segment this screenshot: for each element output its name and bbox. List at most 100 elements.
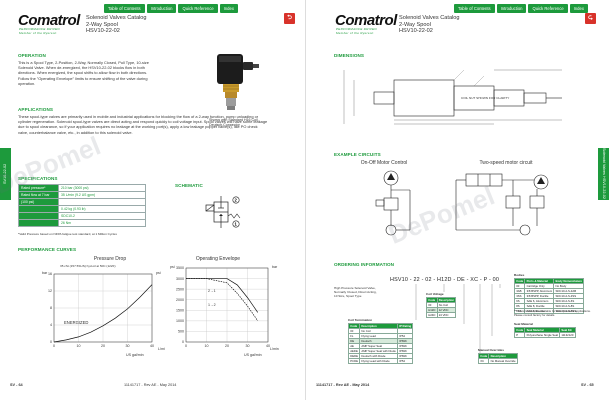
coil-termination-title: Coil Termination: [348, 318, 373, 322]
nav-index[interactable]: Index: [219, 4, 238, 13]
nav-quick-reference[interactable]: Quick Reference: [178, 4, 218, 13]
specifications-table: Rated pressure*210 bar (3000 psi) Rated …: [18, 184, 146, 227]
x-tick-label: 10: [77, 344, 81, 348]
footer-rev-left: 11141717 - Rev AE - May 2014: [124, 383, 177, 387]
y-axis-label-right: psi: [156, 271, 161, 275]
left-side-tab[interactable]: SV10-22-02: [0, 148, 11, 200]
nav-quick-reference-right[interactable]: Quick Reference: [528, 4, 568, 13]
bodies-note: *** Aluminum bodies available for lower …: [514, 309, 591, 317]
operating-envelope-title: Operating Envelope: [195, 256, 241, 262]
dimensions-drawing: [343, 69, 562, 125]
manual-override-title: Manual Overrides: [478, 348, 504, 352]
y-axis-label-right: bar: [272, 265, 278, 269]
x-tick-label: 0: [53, 344, 55, 348]
x-tick-label: 20: [101, 344, 105, 348]
valve-product-image: [217, 54, 259, 110]
y-tick-label: 1500: [176, 308, 184, 312]
x-tick-label: 30: [246, 344, 250, 348]
nav-introduction-right[interactable]: Introduction: [496, 4, 527, 13]
seal-material-title: Seal Material: [514, 322, 533, 326]
y-tick-label: 2000: [176, 298, 184, 302]
nav-bar: Table of Contents Introduction Quick Ref…: [104, 4, 238, 13]
port-2-label: 2: [235, 198, 238, 203]
example2-circuit: [455, 173, 549, 236]
spec-row: Rated pressure*210 bar (3000 psi): [18, 184, 146, 192]
applications-heading: APPLICATIONS: [18, 107, 54, 112]
dimensions-heading: DIMENSIONS: [334, 53, 365, 58]
y-tick-label: 8: [50, 306, 52, 310]
footer-rev-right: 11141717 - Rev AE - May 2014: [316, 383, 370, 387]
pressure-drop-subtitle: 35 cSt (157.5SUS) hyd.oil at 50C (122F): [60, 264, 116, 268]
x-tick-label: 0: [185, 344, 187, 348]
y-tick-label: 0: [50, 340, 52, 344]
y-tick-label: 1000: [176, 319, 184, 323]
applications-text: These spool-type valves are primarily us…: [18, 114, 268, 135]
back-arrow-icon[interactable]: ⮌: [284, 13, 295, 24]
spec-footnote: *Valid Pressure based on NFPA fatigue te…: [18, 232, 117, 236]
y-tick-label: 500: [178, 330, 184, 334]
right-page: Table of Contents Introduction Quick Ref…: [305, 0, 609, 400]
y-tick-label: 16: [48, 272, 52, 276]
nav-bar-right: Table of Contents Introduction Quick Ref…: [454, 4, 588, 13]
example1-title: On-Off Motor Control: [360, 160, 408, 166]
order-description: High Pressure Solenoid Valve,Normally Cl…: [334, 286, 377, 299]
spec-row: (100 psi): [18, 198, 146, 206]
series-label: 2→1: [208, 289, 216, 293]
example2-title: Two-speed motor circuit: [479, 160, 533, 166]
x-axis-label: L/min: [270, 347, 279, 351]
plot-frame: [185, 267, 269, 343]
x-tick-label: 40: [266, 344, 270, 348]
nav-table-of-contents-right[interactable]: Table of Contents: [454, 4, 495, 13]
plot-frame: [53, 273, 153, 343]
example-circuits-heading: EXAMPLE CIRCUITS: [334, 152, 381, 157]
y-tick-label: 3000: [176, 277, 184, 281]
operation-text: This is a Spool Type, 2-Position, 2-Way,…: [18, 60, 149, 86]
x-tick-label: 30: [126, 344, 130, 348]
bodies-title: Bodies: [514, 273, 525, 277]
page-number-left: SV - 64: [10, 383, 23, 387]
series-line: [53, 284, 153, 343]
pressure-drop-title: Pressure Drop: [93, 256, 127, 262]
nav-index-right[interactable]: Index: [569, 4, 588, 13]
y-tick-label: 3500: [176, 266, 184, 270]
operation-heading: OPERATION: [18, 53, 46, 58]
y-tick-label: 12: [48, 289, 52, 293]
ordering-heading: ORDERING INFORMATION: [334, 262, 395, 267]
x-axis-label: L/min: [158, 347, 165, 351]
series-label: ENERGIZED: [64, 320, 88, 325]
brand-logo-right: Comatrol: [335, 12, 397, 29]
spec-row: 26 Nm: [18, 219, 146, 227]
nav-introduction[interactable]: Introduction: [146, 4, 177, 13]
schematic-heading: SCHEMATIC: [175, 183, 203, 188]
x-tick-label: 40: [150, 344, 154, 348]
series-line: [186, 278, 259, 322]
nav-table-of-contents[interactable]: Table of Contents: [104, 4, 145, 13]
page-number-right: SV - 65: [581, 383, 594, 387]
right-side-tab[interactable]: Solenoid Valves HSV10-22-02: [598, 148, 609, 200]
y-axis-label: psi: [170, 265, 175, 269]
series-line: [186, 278, 259, 313]
coil-voltage-title: Coil Voltage: [426, 292, 444, 296]
brand-logo: Comatrol: [18, 12, 80, 29]
port-1-label: 1: [235, 222, 238, 227]
dimension-note: COIL NUT SHOWN FOR CLARITY: [461, 96, 510, 100]
valve-schematic: 2 1: [205, 196, 241, 228]
x-tick-label: 20: [225, 344, 229, 348]
specifications-heading: SPECIFICATIONS: [18, 176, 58, 181]
image-caption: Shown with Standard H16 Coil,Deutsch Con…: [209, 118, 259, 127]
y-axis-label: bar: [42, 271, 48, 275]
forward-arrow-icon[interactable]: ⮎: [585, 13, 596, 24]
x-axis-label-secondary: US gal/min: [244, 353, 262, 357]
